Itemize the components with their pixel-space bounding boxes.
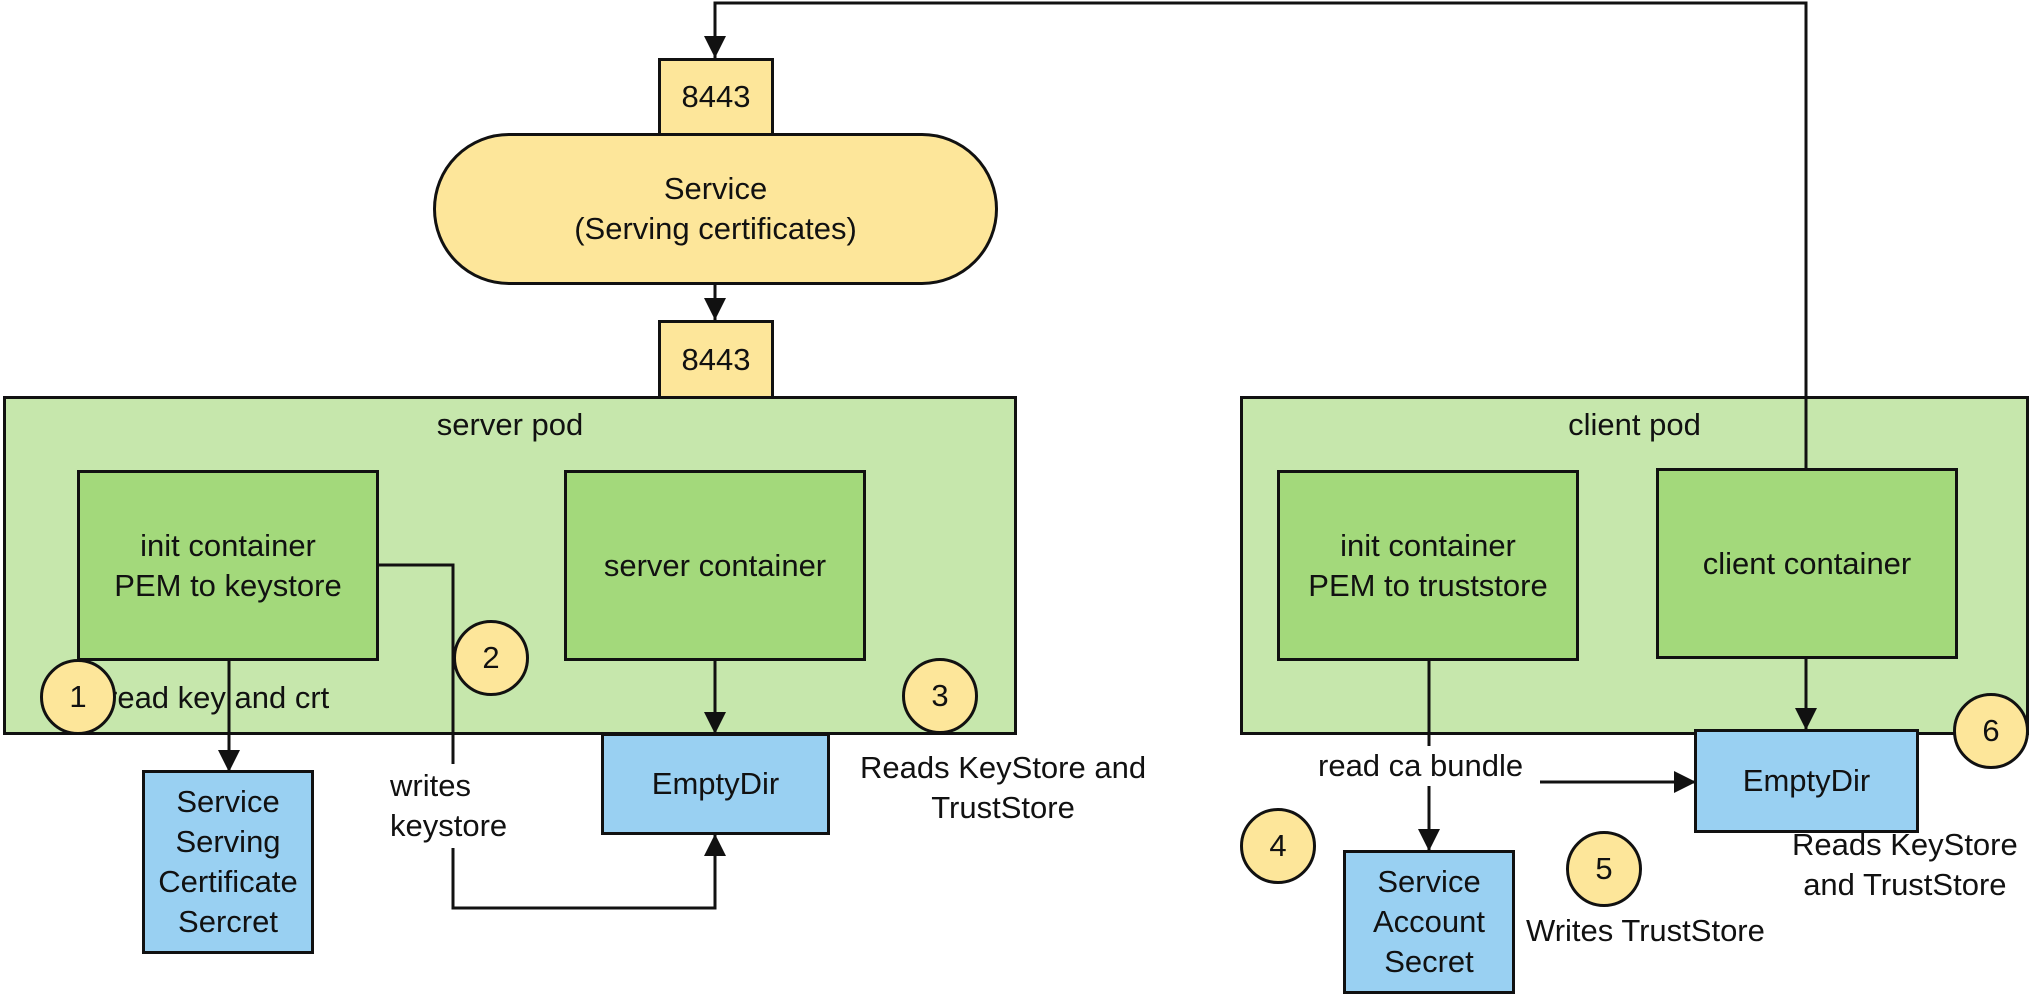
label-reads-keystore-client: Reads KeyStore and TrustStore [1792,827,2018,902]
service-port-top: 8443 [658,58,774,136]
step-marker-6: 6 [1953,693,2029,769]
label-read-key-and-crt: read key and crt [107,680,330,715]
service-subtitle: (Serving certificates) [574,211,857,246]
serving-certificate-secret: Service Serving Certificate Sercret [142,770,314,954]
client-pod-title: client pod [1568,407,1701,442]
label-read-ca-bundle: read ca bundle [1314,746,1528,786]
client-container: client container [1656,468,1958,659]
label-writes-truststore: Writes TrustStore [1526,913,1765,948]
step-marker-1: 1 [40,659,116,735]
step-marker-5: 5 [1566,831,1642,907]
service-account-secret: Service Account Secret [1343,850,1515,994]
server-container: server container [564,470,866,661]
server-emptydir: EmptyDir [601,733,830,835]
server-pod-title: server pod [436,407,584,442]
pod-port-bottom: 8443 [658,320,774,399]
service-node: Service (Serving certificates) [433,133,998,285]
client-init-container: init container PEM to truststore [1277,470,1579,661]
label-writes-keystore: writes keystore [386,764,512,848]
step-marker-2: 2 [453,620,529,696]
client-emptydir: EmptyDir [1694,729,1919,833]
client-to-service-arrow [704,1,1808,470]
step-marker-3: 3 [902,658,978,734]
writes-keystore-arrow [378,563,726,910]
server-init-container: init container PEM to keystore [77,470,379,661]
label-reads-keystore-server: Reads KeyStore and TrustStore [860,750,1147,825]
step-marker-4: 4 [1240,808,1316,884]
service-title: Service [663,171,768,206]
